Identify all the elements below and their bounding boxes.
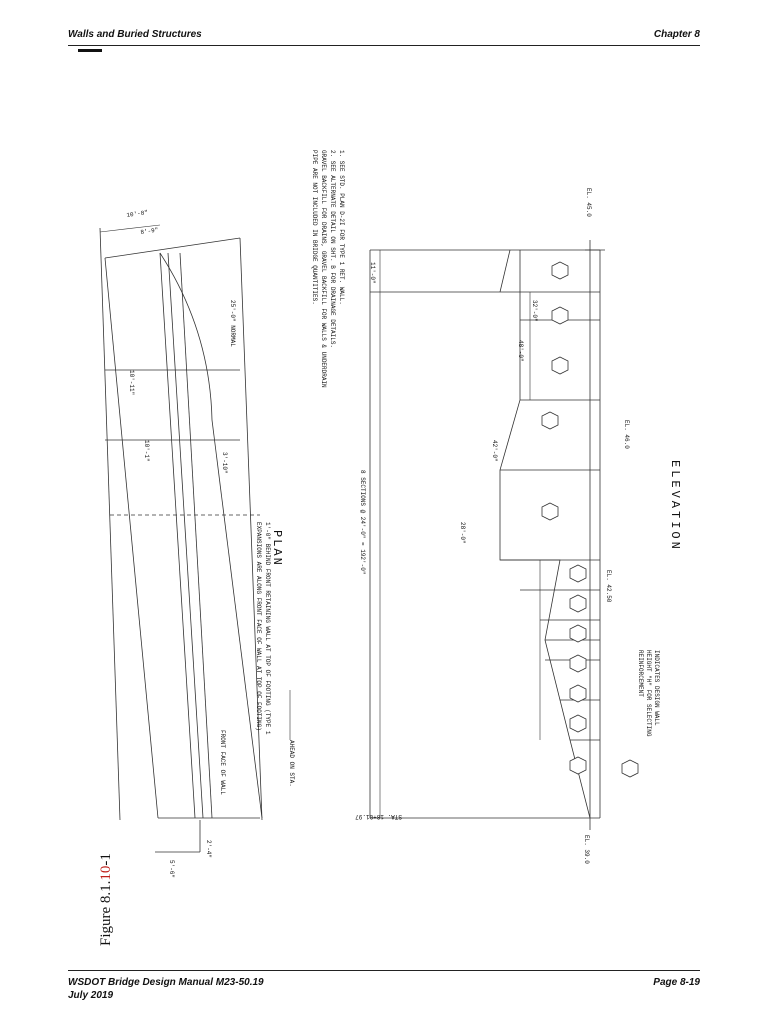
elevation-note: INDICATES DESIGN WALL HEIGHT "H" FOR SEL… bbox=[637, 650, 660, 737]
header-tab-mark bbox=[78, 49, 102, 52]
plan-dim-3: 25'-0" NORMAL bbox=[229, 300, 236, 347]
plan-notes: 1'-0" BEHIND FRONT RETAINING WALL AT TOP… bbox=[255, 522, 271, 735]
plan-dim-7: 5'-6" bbox=[168, 860, 175, 879]
panel-markers bbox=[541, 261, 639, 778]
elevation-label-1: EL. 46.0 bbox=[623, 420, 630, 449]
running-header-right: Chapter 8 bbox=[653, 29, 700, 40]
elevation-view bbox=[369, 240, 605, 830]
plan-view bbox=[99, 227, 263, 853]
publication-date: July 2019 bbox=[68, 990, 114, 1001]
plan-dim-8: 2'-4" bbox=[205, 840, 212, 859]
plan-dim-6: 3'-10" bbox=[221, 452, 228, 474]
elevation-label-4: EL. 39.0 bbox=[583, 835, 590, 864]
plan-dim-5: 10'-1" bbox=[143, 440, 150, 462]
elev-dim-4: 11'-0" bbox=[369, 262, 376, 284]
elev-dim-1: 42'-0" bbox=[491, 440, 498, 462]
dimension-lines bbox=[99, 224, 541, 818]
general-notes: 1. SEE STD. PLAN D-2I FOR TYPE 1 RET. WA… bbox=[311, 150, 345, 388]
elevation-label-2: EL. 42.50 bbox=[605, 570, 612, 603]
front-face-note: FRONT FACE OF WALL bbox=[219, 730, 226, 795]
running-footer-left: WSDOT Bridge Design Manual M23-50.19 bbox=[68, 977, 264, 988]
plan-title: PLAN bbox=[270, 530, 284, 567]
elevation-title: ELEVATION bbox=[668, 460, 682, 552]
figure-caption: Figure 8.1.10-1 bbox=[98, 853, 114, 946]
elev-dim-2: 48'-0" bbox=[517, 340, 524, 362]
sections-note: 8 SECTIONS @ 24'-0" = 192'-0" bbox=[359, 470, 366, 575]
plan-dim-4: 10'-11" bbox=[128, 370, 135, 396]
elev-dim-5: 28'-0" bbox=[459, 522, 466, 544]
elev-dim-3: 32'-0" bbox=[531, 300, 538, 322]
station-label-1: STA. 18+01.97 bbox=[355, 813, 402, 820]
header-rule bbox=[68, 45, 700, 46]
running-header-left: Walls and Buried Structures bbox=[68, 29, 202, 40]
footer-rule bbox=[68, 970, 700, 971]
elevation-label-3: EL. 45.0 bbox=[585, 188, 592, 217]
ahead-on-sta-note: AHEAD ON STA. bbox=[288, 740, 295, 787]
page-number: Page 8-19 bbox=[653, 977, 700, 988]
